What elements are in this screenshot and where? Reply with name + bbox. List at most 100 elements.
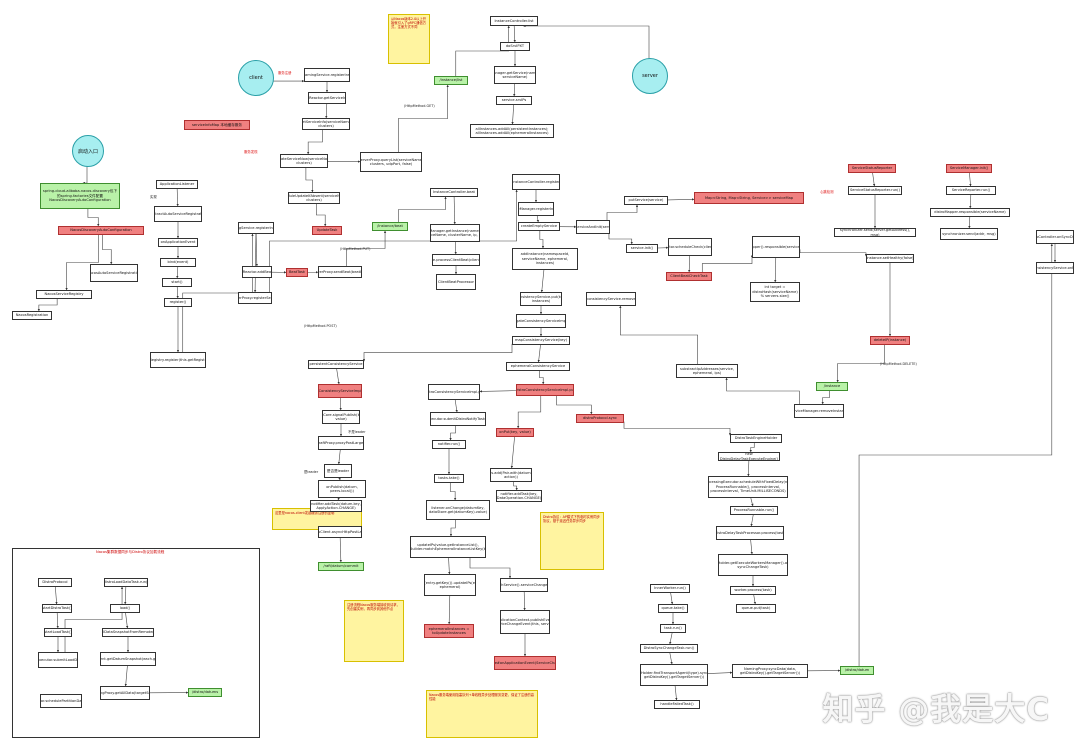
node-distro-load-data: DistroLoadDataTask.run() xyxy=(104,578,148,587)
label-impl: 实现 xyxy=(150,195,157,199)
connector-service-srv-ips-to-all-ips xyxy=(511,104,515,125)
node-is-leader: 是否是leader xyxy=(324,464,352,478)
connector-send-sync-data-to-handle-failed xyxy=(674,685,678,701)
connector-instance-node-to-service-mgr-remove xyxy=(821,391,830,405)
node-task-run: task.run() xyxy=(660,624,686,633)
node-service-status-red: ServiceStatusReporter xyxy=(848,164,896,173)
label-is-leader: 是leader xyxy=(304,470,319,474)
note-grpc: 从Nacos版本2.0以上开始就引入了gRPC通信方式，注册方式不同 xyxy=(388,14,430,64)
connector-server-proxy-query-to-instance-list xyxy=(398,84,449,152)
node-do-srv-ipxt: doSrvIPXT xyxy=(500,42,530,51)
connector-tasks-take-to-listener-on-change xyxy=(449,483,457,501)
node-beat-task: BeatTask xyxy=(286,268,308,277)
node-distro-task-engine: DistroTaskEngineHolder xyxy=(730,434,782,443)
entry-circle: 启动入口 xyxy=(72,135,104,167)
node-nacos-service-registry: NacosServiceRegistry xyxy=(36,290,92,299)
node-send-sync-data: distroComponentHolder.findTransportAgent… xyxy=(640,664,708,686)
connector-distro-mapper-to-sync-send xyxy=(968,216,971,229)
server-circle: server xyxy=(632,58,668,94)
connector-listener-on-change-to-update-ips xyxy=(449,520,456,537)
connector-cluster-update-ips-to-ephemeral-instances xyxy=(447,595,451,625)
node-distro-datum: /distro/datum xyxy=(840,666,874,675)
distro-load-frame xyxy=(12,548,260,738)
note-register-flow: 注册流程Nacos服务端接收到请求，先创建实例，再同步到其他节点 xyxy=(344,600,404,662)
node-auto-service-registration: NacosAutoServiceRegistration xyxy=(90,264,138,282)
node-application-listener: ApplicationListener xyxy=(156,180,198,189)
node-sync-send: synchronizer.send(addr, msg) xyxy=(940,228,998,240)
connector-start-distro-task-to-start-load-task xyxy=(56,612,59,629)
label-service-discovery: 服务发现 xyxy=(244,150,258,154)
node-load-all-remote: loadAllDataSnapshotFromRemote(each) xyxy=(102,628,154,637)
node-bind: bind(event) xyxy=(160,258,196,267)
node-process-runnable: ProcessRunnable.run() xyxy=(730,506,778,515)
node-service-mgr-remove: serviceManager.removeInstance xyxy=(794,404,844,418)
label-http-put: (HttpMethod.PUT) xyxy=(340,247,371,251)
node-tasks-add: tasks.add(Pair.with(datumKey, action)) xyxy=(490,468,532,482)
node-get-instance: serviceManager.getInstance(namespaceId, … xyxy=(430,224,480,242)
node-int-target: int target = distroHash(serviceName) % s… xyxy=(750,282,800,302)
connector-put-service-init-to-put-service xyxy=(606,204,639,220)
node-notifier-add: notifier.addTask(key, DataOperation.CHAN… xyxy=(496,490,542,502)
node-distro-consistency: DistroConsistencyServiceImpl.put xyxy=(516,384,574,396)
node-global-executor-load: GlobalExecutor.submitLoadDataTask xyxy=(38,652,78,668)
connector-instance-controller-list-to-do-srv-ipxt xyxy=(513,25,516,43)
node-notifier-run: notifier.run() xyxy=(432,440,466,449)
connector-distro-datum-to-distro-controller xyxy=(858,243,1053,666)
connector-register-instance-to-create-empty-service xyxy=(536,215,540,223)
node-map-consistency: mapConsistencyService(key) xyxy=(512,336,570,345)
node-distro-sync-change-task: distroTaskEngineHolder.getExecuteWorkers… xyxy=(718,554,788,576)
node-global-executor-remote: GlobalExecutor.schedulePartitionDataTime… xyxy=(40,694,82,708)
node-put-service-init: putServiceAndInit(service) xyxy=(576,220,610,234)
node-transport-agent: transportAgent.getDatumSnapshot(each.get… xyxy=(100,652,156,666)
node-service-registry-register: serviceRegistry.register(this.getRegistr… xyxy=(150,352,206,368)
node-publish-event: this.applicationContext.publishEvent(new… xyxy=(500,610,550,634)
connector-update-ips-to-cluster-update-ips xyxy=(448,557,451,575)
connector-entry-circle xyxy=(82,165,88,185)
node-consistency-on-put: consistencyService.onPut xyxy=(1036,262,1074,274)
connector-global-executor-to-notifier-run xyxy=(449,426,456,441)
node-put-service: putService(service) xyxy=(624,196,668,205)
node-naming-proxy-get-all: NamingProxy.getAllData(targetServer) xyxy=(100,686,150,700)
node-start-load-task: startLoadTask() xyxy=(44,628,72,637)
node-raft-core: raftCore.signalPublish(key, value) xyxy=(322,410,360,424)
node-service-reporter-run: ServiceReporter.run() xyxy=(946,186,996,195)
connector-tasks-add-to-notifier-add xyxy=(513,482,518,491)
connector-add-instance-to-consistency-put xyxy=(540,269,545,293)
node-instance-node: /instance xyxy=(816,382,848,391)
connector-delete-ip-to-instance-node xyxy=(836,345,885,383)
node-queue-put: queue.put(task) xyxy=(736,604,776,613)
connector-distro-put-to-global-executor xyxy=(454,399,458,413)
connector-distro-delay-processor-to-distro-sync-change-task xyxy=(750,539,753,555)
label-health-check: 心跳检测 xyxy=(820,190,834,194)
connector-load-to-load-all-remote xyxy=(125,612,129,629)
label-not-leader: 不是leader xyxy=(348,430,366,434)
label-http-get: (HttpMethod.GET) xyxy=(404,104,435,108)
connector-auto-config-to-auto-service-registration xyxy=(102,235,113,265)
node-raft-leader: raftProxy.proxyPostLarge xyxy=(318,436,364,450)
node-get-distro-mapper: getDistroMapper().responsible(service.ge… xyxy=(752,236,800,258)
connector-worker-process-to-queue-put xyxy=(753,594,757,605)
node-ephemeral-consistency: ephemeralConsistencyService xyxy=(506,362,570,371)
node-listener-on-change: listener.onChange(datumKey, dataStore.ge… xyxy=(426,500,490,520)
node-substract-ip: substractIpAddresses(service, ephemeral,… xyxy=(676,364,738,378)
connector-distro-protocol-sync-to-distro-task-engine xyxy=(623,421,732,436)
connector-update-service-now-to-schedule-update xyxy=(305,168,314,193)
connector-distro-sync-change-run-to-send-sync-data xyxy=(669,652,673,665)
client-circle: client xyxy=(238,60,274,96)
node-update-service-now: updateServiceNow(serviceName, clusters) xyxy=(280,154,328,168)
connector-nacos-service-registry-to-nacos-registration xyxy=(37,299,58,312)
node-update-ips: updateIPs(value.getInstanceList(), KeyBu… xyxy=(410,536,486,558)
node-abstract-asr: AbstractAutoServiceRegistration xyxy=(154,206,202,222)
connector-distro-protocol-to-start-distro-task xyxy=(55,586,58,605)
node-heart-beat-red: serviceInfoMap 本地缓存服务 xyxy=(184,120,250,130)
connector-naming-register-inst-to-proxy-register xyxy=(253,233,257,293)
node-instance-beat: /instance/beat xyxy=(372,222,408,231)
connector-map-consistency-to-persistent-consistency xyxy=(362,343,513,362)
node-service-mgr-red: ServiceManager.init() xyxy=(946,164,992,173)
connector-distro-task-engine-to-new-delay-engine xyxy=(749,443,755,453)
node-distro-protocol-sync: distroProtocol.sync xyxy=(576,414,624,423)
node-service-srv-ips: service.srvIPs xyxy=(496,96,532,105)
node-http-client: HttpClient.asyncHttpPostLarge xyxy=(318,526,362,538)
node-instance-controller-beat: InstanceController.beat xyxy=(430,188,478,197)
